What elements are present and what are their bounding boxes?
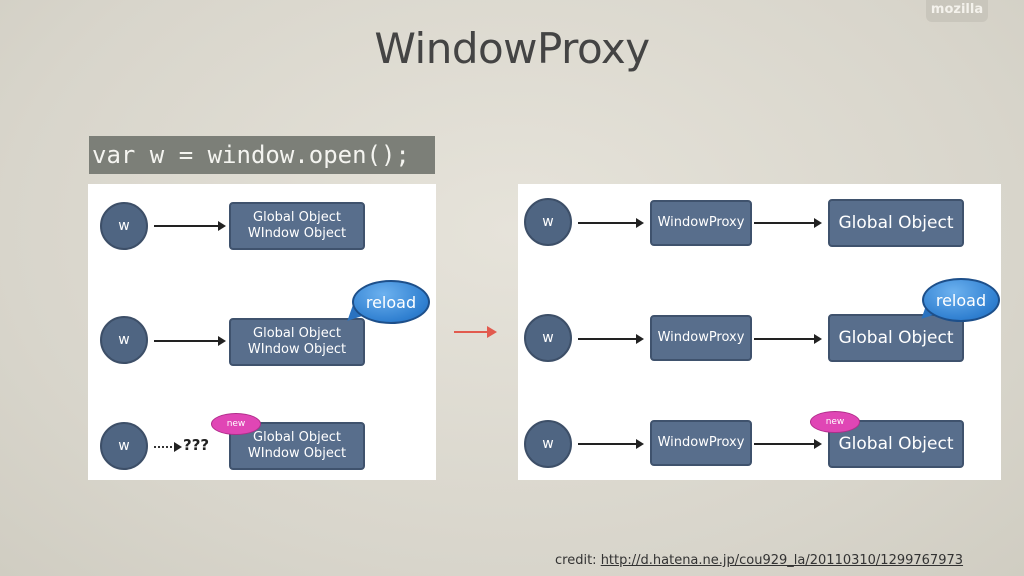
new-badge: new	[211, 413, 261, 435]
global-object-box: Global Object WIndow Object	[229, 422, 365, 470]
credit-link[interactable]: http://d.hatena.ne.jp/cou929_la/20110310…	[600, 553, 964, 568]
w-node: w	[524, 314, 572, 362]
new-badge: new	[810, 411, 860, 433]
windowproxy-box: WindowProxy	[650, 315, 752, 361]
reference-arrow	[154, 221, 226, 231]
box-line1: Global Object	[253, 430, 341, 446]
box-line2: WIndow Object	[247, 226, 347, 241]
reload-bubble: reload	[352, 280, 430, 324]
w-node: w	[524, 420, 572, 468]
reference-arrow	[578, 334, 644, 344]
w-node: w	[100, 202, 148, 250]
left-diagram-panel: w Global Object WIndow Object w Global O…	[88, 184, 436, 480]
reference-arrow	[578, 439, 644, 449]
reference-arrow	[154, 336, 226, 346]
unknown-reference-arrow	[154, 442, 182, 452]
box-line2: WIndow Object	[247, 446, 347, 461]
global-object-box: Global Object	[828, 314, 964, 362]
transition-arrow	[454, 326, 497, 338]
global-object-box: Global Object	[828, 420, 964, 468]
box-line2: WIndow Object	[247, 342, 347, 357]
reference-arrow	[578, 218, 644, 228]
w-node: w	[100, 316, 148, 364]
reference-arrow	[754, 439, 822, 449]
credit-line: credit: http://d.hatena.ne.jp/cou929_la/…	[555, 553, 963, 568]
windowproxy-box: WindowProxy	[650, 200, 752, 246]
slide-title: WindowProxy	[374, 24, 650, 73]
windowproxy-box: WindowProxy	[650, 420, 752, 466]
mozilla-logo: mozilla	[926, 0, 988, 22]
reference-arrow	[754, 334, 822, 344]
w-node: w	[100, 422, 148, 470]
unknown-marker: ???	[183, 436, 210, 454]
global-object-box: Global Object WIndow Object	[229, 202, 365, 250]
global-object-box: Global Object	[828, 199, 964, 247]
w-node: w	[524, 198, 572, 246]
reference-arrow	[754, 218, 822, 228]
global-object-box: Global Object WIndow Object	[229, 318, 365, 366]
reload-bubble: reload	[922, 278, 1000, 322]
box-line1: Global Object	[253, 210, 341, 226]
credit-label: credit:	[555, 553, 597, 568]
right-diagram-panel: w WindowProxy Global Object w WindowProx…	[518, 184, 1001, 480]
code-snippet: var w = window.open();	[89, 136, 435, 174]
box-line1: Global Object	[253, 326, 341, 342]
